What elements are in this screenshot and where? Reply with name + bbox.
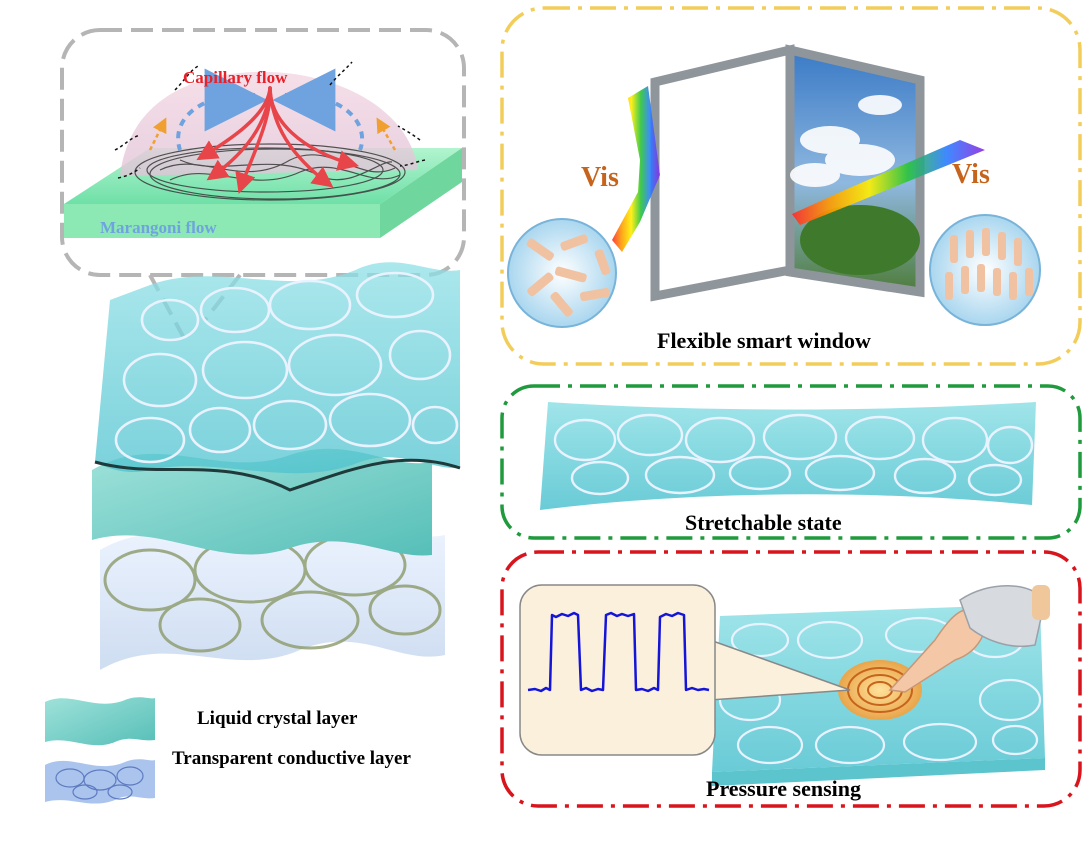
legend-tc-label: Transparent conductive layer (172, 748, 411, 769)
liquid-crystal-layer (92, 448, 432, 556)
edge-arrow-right (376, 117, 397, 151)
stretchable-panel: Stretchable state (500, 384, 1082, 540)
top-layer-edge (94, 458, 461, 492)
layer-stack (92, 262, 461, 670)
bottom-rings (103, 533, 442, 653)
top-rings (114, 271, 459, 464)
legend: Liquid crystal layer Transparent conduct… (45, 697, 411, 804)
legend-tc-rings (55, 766, 144, 800)
droplet-dome (120, 71, 418, 176)
hand-icon (888, 585, 1050, 693)
smart-window-panel: Vis Vis Flexible smart win (500, 6, 1082, 366)
clouds (790, 95, 902, 187)
smart-window-frame (500, 6, 1082, 366)
signal-callout-box (519, 584, 716, 756)
smart-window-title: Flexible smart window (657, 328, 871, 353)
lc-rods-disordered (526, 234, 611, 317)
edge-arrow-left (148, 117, 167, 151)
bottom-conductive-layer (100, 521, 445, 670)
sensor-sheet-front (712, 758, 1045, 786)
evaporation-dashes (114, 61, 426, 179)
flow-inset: Capillary flow Marangoni flow (60, 28, 466, 277)
capillary-arrows (196, 86, 360, 194)
stretchable-title: Stretchable state (685, 510, 842, 535)
substrate-slab-side (380, 148, 462, 238)
stretchable-frame (500, 384, 1082, 540)
vis-left-label: Vis (581, 162, 619, 193)
legend-lc-swatch (45, 697, 155, 746)
stretched-rings (553, 413, 1034, 497)
flow-inset-frame (60, 28, 466, 277)
vis-right-label: Vis (952, 159, 990, 190)
marangoni-flow-label: Marangoni flow (100, 218, 217, 237)
window-open-pane (650, 44, 795, 302)
capillary-flow-label: Capillary flow (183, 68, 288, 87)
pressure-title: Pressure sensing (706, 776, 861, 801)
pressure-signal-trace (527, 611, 710, 693)
substrate-slab-front (64, 204, 380, 238)
sensor-rings (718, 616, 1042, 765)
pressure-frame (500, 550, 1082, 808)
lc-rods-aligned (945, 228, 1033, 300)
legend-tc-swatch (45, 759, 155, 804)
legend-lc-label: Liquid crystal layer (197, 708, 358, 729)
light-beam-left (612, 86, 660, 252)
tree-canopy (800, 205, 920, 275)
top-encapsulated-layer (95, 262, 460, 474)
pressure-panel: Pressure sensing (500, 550, 1082, 808)
light-beam-right (792, 140, 985, 225)
